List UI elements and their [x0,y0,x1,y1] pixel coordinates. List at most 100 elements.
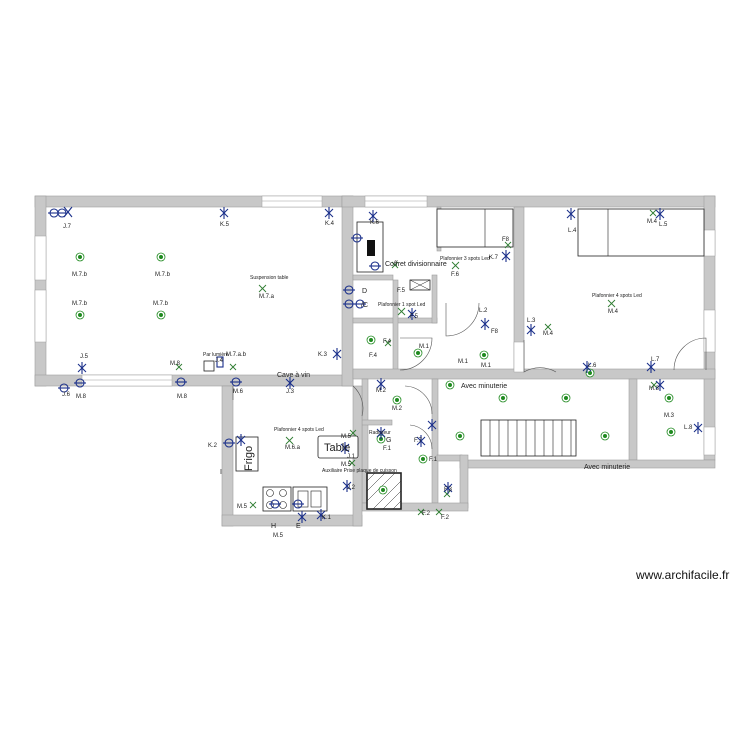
ceiling-point-icon [285,436,294,445]
label-M1: M.1 [481,363,492,369]
switch-icon [646,361,656,373]
light-icon [666,427,676,437]
label-L3: L.3 [527,318,536,324]
light-icon [445,380,455,390]
socket-icon [216,356,224,368]
label-auxiliaire: Auxiliaire Prise plaque de cuisson [322,468,397,474]
label-J7: J.7 [63,224,72,230]
kitchen-table [317,435,359,459]
label-M5: M.5 [273,533,284,539]
switch-icon [526,324,536,336]
ceiling-point-icon [607,299,616,308]
cabinet [203,360,215,372]
switch-icon [501,250,511,262]
labels: J.7 K.5 K.4 K.6 L.4 M.4 L.5 M.7.b M.7.b … [62,219,693,539]
label-plafonnier: Plafonnier 1 spot Led [378,302,425,308]
label-F6: F.6 [451,272,460,278]
light-icon [600,431,610,441]
label-minuterie: Avec minuterie [584,464,630,471]
socket-icon [343,285,355,295]
label-M5: M.5 [237,504,248,510]
label-L5: L.5 [659,222,668,228]
label-coffret: Coffret divisionnaire [385,261,447,268]
label-J4: J.4 [215,358,224,364]
switch-icon [77,362,87,374]
label-J6: J.6 [62,392,71,398]
label-L2: L.2 [479,308,488,314]
label-F2: F.2 [422,511,431,517]
label-M7b: M.7.b [72,301,88,307]
label-M8: M.8 [177,394,188,400]
light-icon [479,350,489,360]
switch-icon [219,207,229,219]
label-M7b: M.7.b [72,272,88,278]
socket-icon [369,261,381,271]
label-plafonnier: Plafonnier 3 spots Led [440,256,490,262]
light-icon [378,485,388,495]
ceiling-point-icon [258,284,267,293]
switch-icon [427,419,437,431]
label-K3: K.3 [318,352,328,358]
socket-icon [269,499,281,509]
switches [48,206,703,523]
label-M4: M.4 [543,331,554,337]
label-cave: Cave à vin [277,372,310,379]
light-fixtures [75,209,676,516]
switch-icon [332,348,342,360]
label-M7ab: M.7.a.b [226,352,247,358]
ceiling-point-icon [229,363,237,371]
switch-icon [655,208,665,220]
label-M5: M.5 [341,462,352,468]
switch-icon [443,482,453,494]
switch-icon [285,377,295,389]
label-D: D [362,288,367,295]
socket-icon [354,299,366,309]
label-L4: L.4 [568,228,577,234]
label-F4: F.4 [383,339,392,345]
label-M1: M.1 [419,344,430,350]
ceiling-point-icon [175,363,183,371]
socket-icon [343,299,355,309]
ceiling-point-icon [451,261,460,270]
label-J5: J.5 [80,354,89,360]
label-M8: M.8 [170,361,181,367]
socket-icon [351,233,363,243]
switch-icon [407,308,417,320]
ceiling-point-icon [435,508,443,516]
label-M7b: M.7.b [153,301,169,307]
label-J1: J.1 [347,454,356,460]
label-K5: K.5 [220,222,230,228]
switch-icon [368,210,378,222]
ceiling-point-icon [348,459,356,467]
light-icon [585,368,595,378]
ceiling-point-icon [544,323,552,331]
socket-icon [58,383,70,393]
switch-icon [655,379,665,391]
label-M3: M.3 [649,386,660,392]
light-icon [75,310,85,320]
label-M7b: M.7.b [155,272,171,278]
bed [577,208,705,257]
label-E: E [296,523,301,530]
socket-icon [74,378,86,388]
label-K6: K.6 [370,220,380,226]
label-F7: F.7 [414,438,423,444]
switch-icon [376,378,386,390]
ceiling-point-icon [391,261,399,269]
switch-icon [297,511,307,523]
doors [232,302,707,450]
ceiling-point-icon [443,490,451,498]
bed [436,208,514,248]
socket-icon [57,208,67,218]
switch-icon [416,435,426,447]
ceiling-point-icon [349,429,357,437]
label-M1: M.1 [458,359,469,365]
ceiling-point-icon [397,307,406,316]
switch-icon [63,206,73,218]
label-F8: F8 [491,329,499,335]
light-icon [392,395,402,405]
socket-icon [175,377,187,387]
label-J2: J.2 [347,485,356,491]
switch-icon [376,427,386,439]
